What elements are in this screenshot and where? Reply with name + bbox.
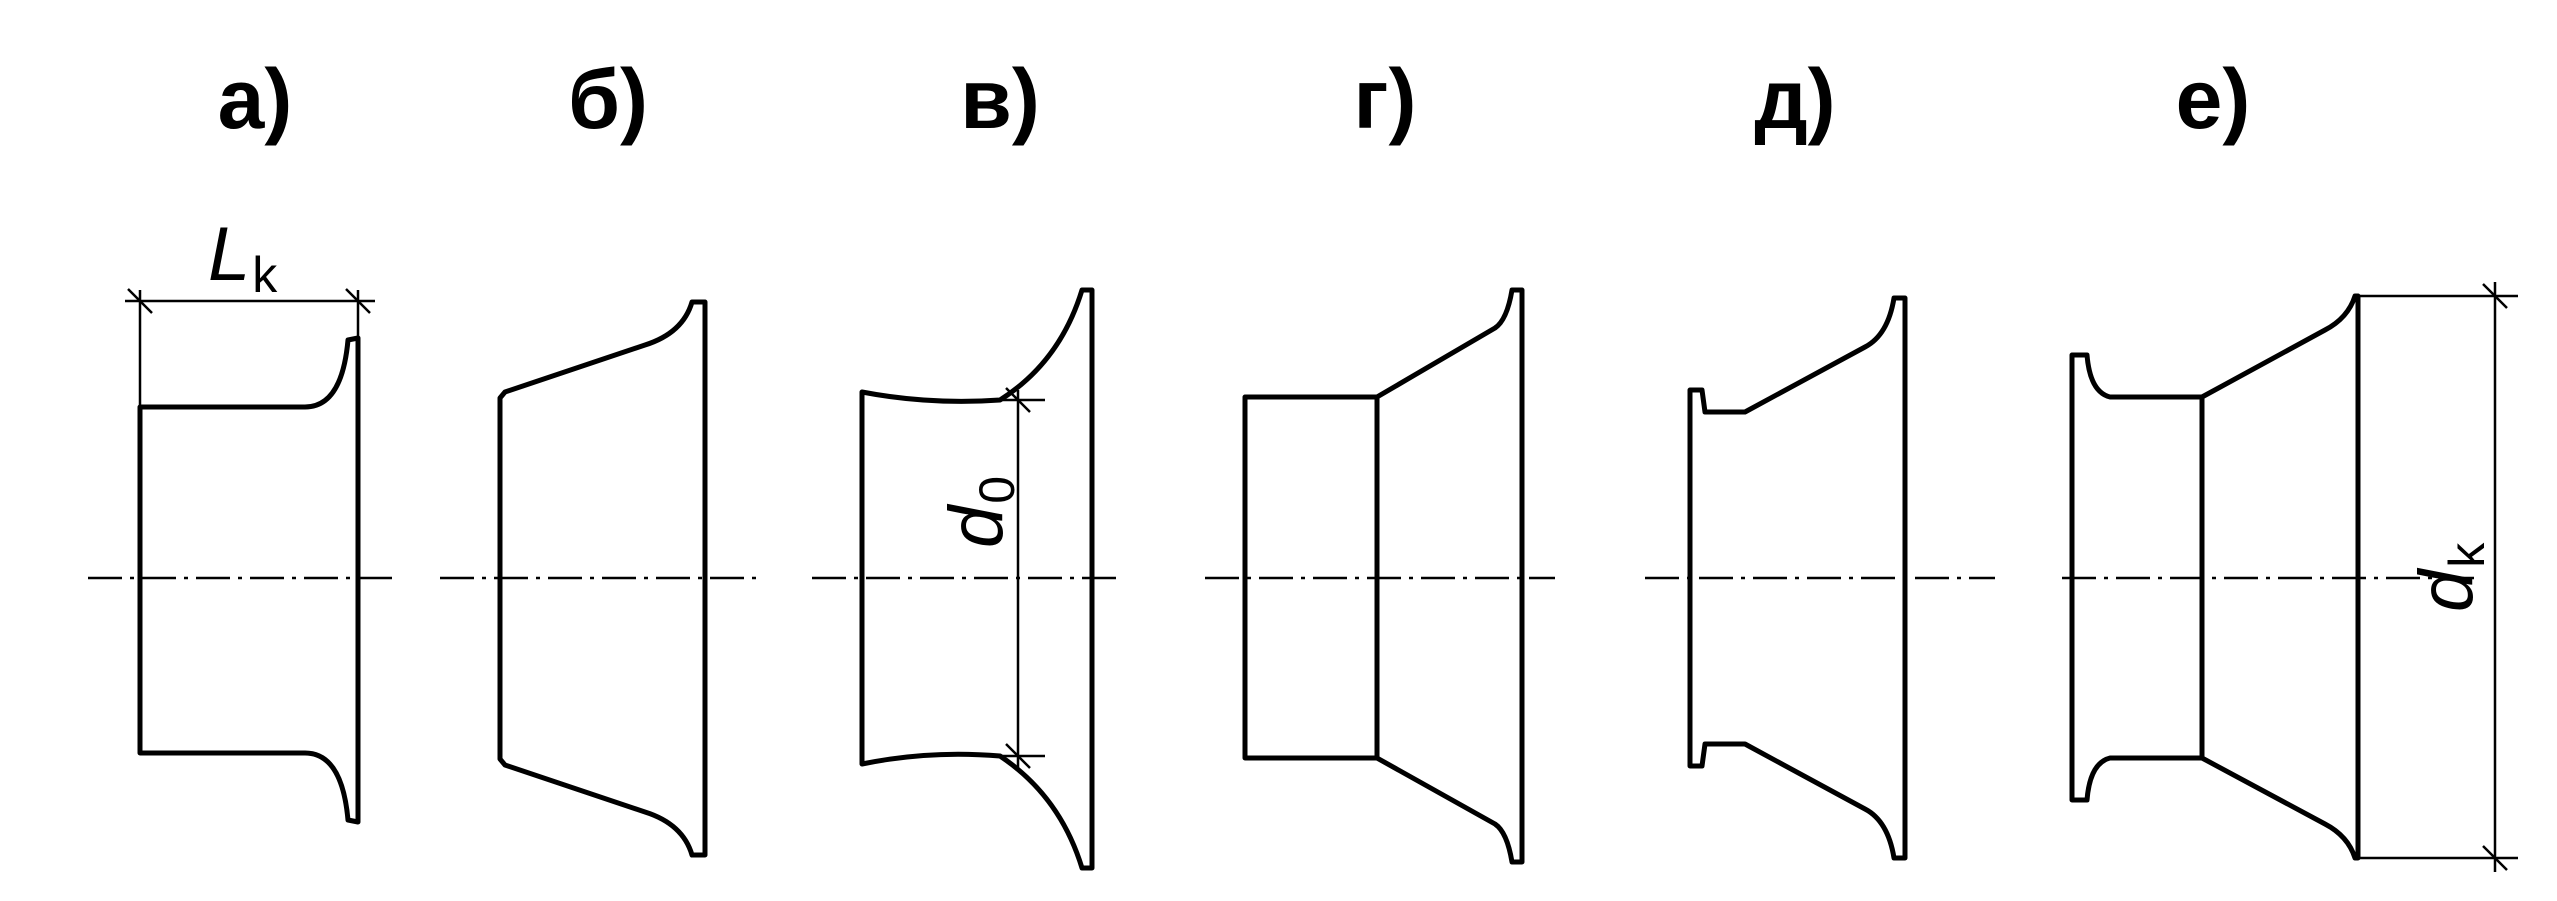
profile-v-outline	[859, 287, 1095, 871]
profile-d	[1645, 295, 1995, 861]
dk-tick-top	[2482, 283, 2508, 309]
lk-tick-left	[127, 288, 153, 314]
dk-tick-bottom	[2482, 845, 2508, 871]
lk-dimension-label: Lk	[208, 212, 278, 303]
panel-label-e: е)	[2176, 52, 2251, 146]
d0-tick-bottom	[1005, 743, 1031, 769]
profile-a: Lk	[88, 212, 392, 825]
panel-label-a: а)	[218, 52, 293, 146]
profile-g-cone	[1373, 287, 1525, 865]
d0-tick-top	[1005, 387, 1031, 413]
profile-e: dk	[2062, 282, 2518, 872]
profile-g-cylinder	[1242, 394, 1380, 761]
d0-dimension-label: d0	[934, 476, 1025, 548]
profile-d-outline	[1687, 295, 1908, 861]
profile-a-outline	[137, 335, 361, 825]
profile-b	[440, 299, 760, 858]
panel-label-v: в)	[960, 52, 1040, 146]
lk-tick-right	[345, 288, 371, 314]
dk-dimension-label: dk	[2404, 542, 2495, 612]
profile-b-outline	[497, 299, 708, 858]
panel-label-g: г)	[1354, 52, 1417, 146]
panel-label-d: д)	[1754, 52, 1835, 146]
panel-label-b: б)	[568, 52, 648, 146]
profile-v: d0	[812, 287, 1118, 871]
profile-g	[1205, 287, 1555, 865]
